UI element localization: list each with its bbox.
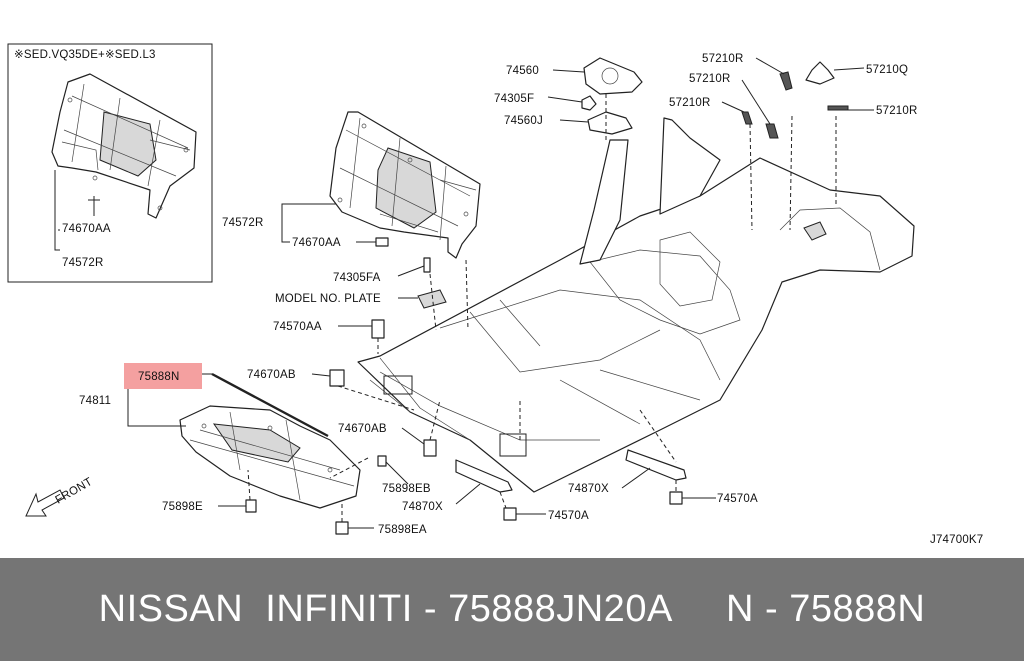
footer-bar: NISSAN INFINITI - 75888JN20A N - 75888N bbox=[0, 558, 1024, 661]
label-74670AB-mid: 74670AB bbox=[338, 423, 387, 435]
label-74572R-main: 74572R bbox=[222, 217, 263, 229]
label-57210Q: 57210Q bbox=[866, 64, 908, 76]
front-splash-guard bbox=[179, 372, 361, 509]
clip-75898EA-icon bbox=[335, 521, 349, 535]
label-74570A-right: 74570A bbox=[717, 493, 758, 505]
label-74560J: 74560J bbox=[504, 115, 543, 127]
inset-panel: ※SED.VQ35DE+※SED.L3 74670AA 74572R bbox=[7, 43, 213, 283]
label-74570A-mid: 74570A bbox=[548, 510, 589, 522]
label-74870X-right: 74870X bbox=[568, 483, 609, 495]
label-74560: 74560 bbox=[506, 65, 539, 77]
bracket-74870X-left-icon bbox=[455, 459, 513, 493]
label-74570AA: 74570AA bbox=[273, 321, 322, 333]
label-57210R-b: 57210R bbox=[689, 73, 730, 85]
label-74811: 74811 bbox=[79, 395, 111, 407]
label-74870X-left: 74870X bbox=[402, 501, 443, 513]
label-75888N: 75888N bbox=[138, 371, 179, 383]
label-75898EA: 75898EA bbox=[378, 524, 427, 536]
bolt-74670AB-mid-icon bbox=[423, 439, 437, 457]
bolt-74570AA-icon bbox=[371, 319, 385, 339]
bolt-74570A-right-icon bbox=[669, 491, 683, 505]
label-57210R-a: 57210R bbox=[702, 53, 743, 65]
parts-diagram: ※SED.VQ35DE+※SED.L3 74670AA 74572R bbox=[7, 43, 983, 546]
inset-under-cover-drawing bbox=[51, 73, 197, 219]
label-75898EB: 75898EB bbox=[382, 483, 431, 495]
leader-lines bbox=[127, 57, 874, 529]
diagram-code: J74700K7 bbox=[930, 534, 983, 546]
bracket-74870X-right-icon bbox=[625, 449, 687, 481]
floor-panel bbox=[357, 117, 915, 493]
bolt-74570A-mid-icon bbox=[503, 507, 517, 521]
model-plate-icon bbox=[417, 289, 447, 309]
part-labels: 74560 74305F 74560J 57210R 57210R 57210R… bbox=[79, 53, 917, 536]
clip-75898E-icon bbox=[245, 499, 257, 513]
label-74670AB-left: 74670AB bbox=[247, 369, 296, 381]
highlight-75888N bbox=[124, 363, 202, 389]
top-right-parts bbox=[581, 57, 849, 139]
front-arrow-icon bbox=[25, 489, 65, 517]
part-number-title: NISSAN INFINITI - 75888JN20A N - 75888N bbox=[98, 588, 926, 630]
label-57210R-c: 57210R bbox=[669, 97, 710, 109]
label-74572R-inset: 74572R bbox=[62, 257, 103, 269]
inset-label: ※SED.VQ35DE+※SED.L3 bbox=[14, 49, 156, 61]
fasteners bbox=[245, 237, 687, 535]
stud-74305FA-icon bbox=[423, 257, 431, 273]
label-75898E: 75898E bbox=[162, 501, 203, 513]
front-label: FRONT bbox=[54, 476, 95, 507]
bolt-74670AA-icon bbox=[375, 237, 389, 247]
upper-under-cover bbox=[329, 111, 481, 259]
bolt-74670AB-left-icon bbox=[329, 369, 345, 387]
label-74305FA: 74305FA bbox=[333, 272, 381, 284]
label-74670AA-main: 74670AA bbox=[292, 237, 341, 249]
label-74670AA-inset: 74670AA bbox=[62, 223, 111, 235]
front-arrow: FRONT bbox=[25, 476, 95, 517]
label-74305F: 74305F bbox=[494, 93, 534, 105]
label-57210R-d: 57210R bbox=[876, 105, 917, 117]
inset-bolt-icon bbox=[88, 196, 100, 206]
clip-75898EB-icon bbox=[377, 455, 387, 467]
label-model-plate: MODEL NO. PLATE bbox=[275, 293, 381, 305]
